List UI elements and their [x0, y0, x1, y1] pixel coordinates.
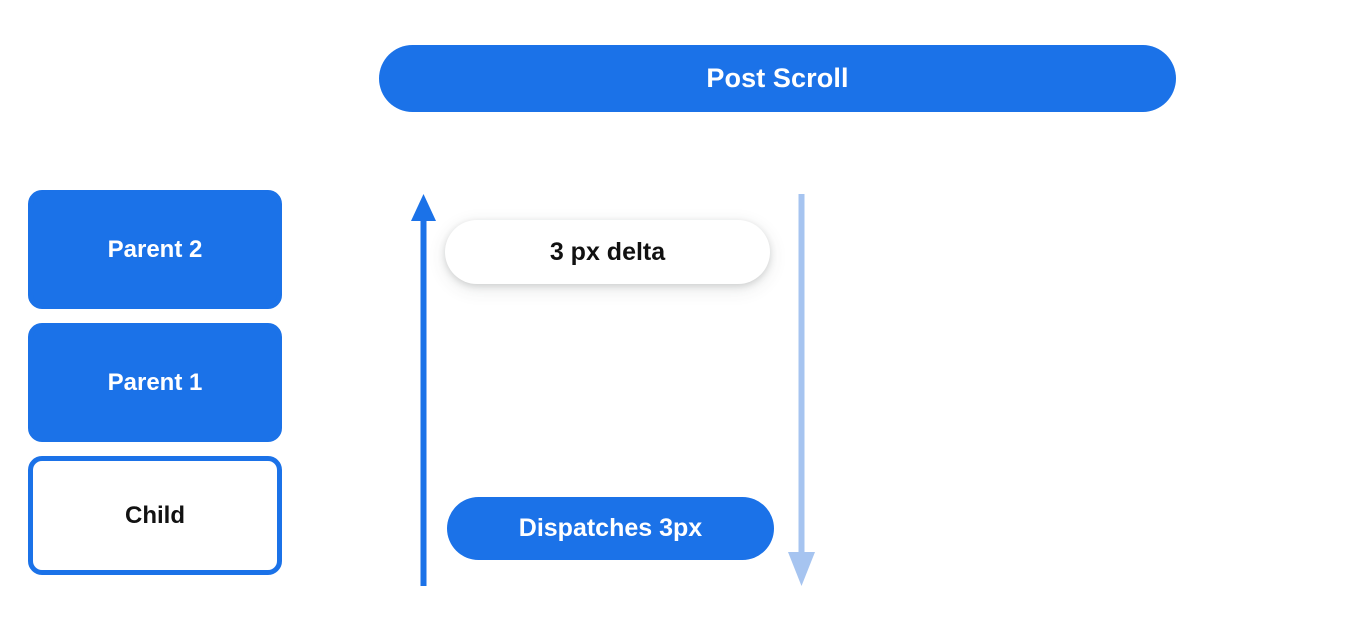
element-stack: Parent 2 Parent 1 Child	[28, 190, 282, 575]
stack-box-parent-2: Parent 2	[28, 190, 282, 309]
stack-box-parent-2-label: Parent 2	[107, 235, 203, 263]
post-scroll-header: Post Scroll	[379, 45, 1176, 112]
stack-box-child-label: Child	[125, 501, 185, 529]
delta-annotation-pill: 3 px delta	[445, 220, 770, 284]
stack-box-parent-1-label: Parent 1	[107, 368, 203, 396]
scroll-down-arrow-icon	[788, 194, 815, 586]
dispatch-annotation-pill: Dispatches 3px	[447, 497, 774, 560]
delta-annotation-label: 3 px delta	[549, 237, 666, 266]
dispatch-annotation-label: Dispatches 3px	[518, 514, 703, 542]
post-scroll-header-label: Post Scroll	[706, 63, 849, 93]
stack-box-child: Child	[28, 456, 282, 575]
stack-box-parent-1: Parent 1	[28, 323, 282, 442]
scroll-up-arrow-icon	[411, 194, 436, 586]
